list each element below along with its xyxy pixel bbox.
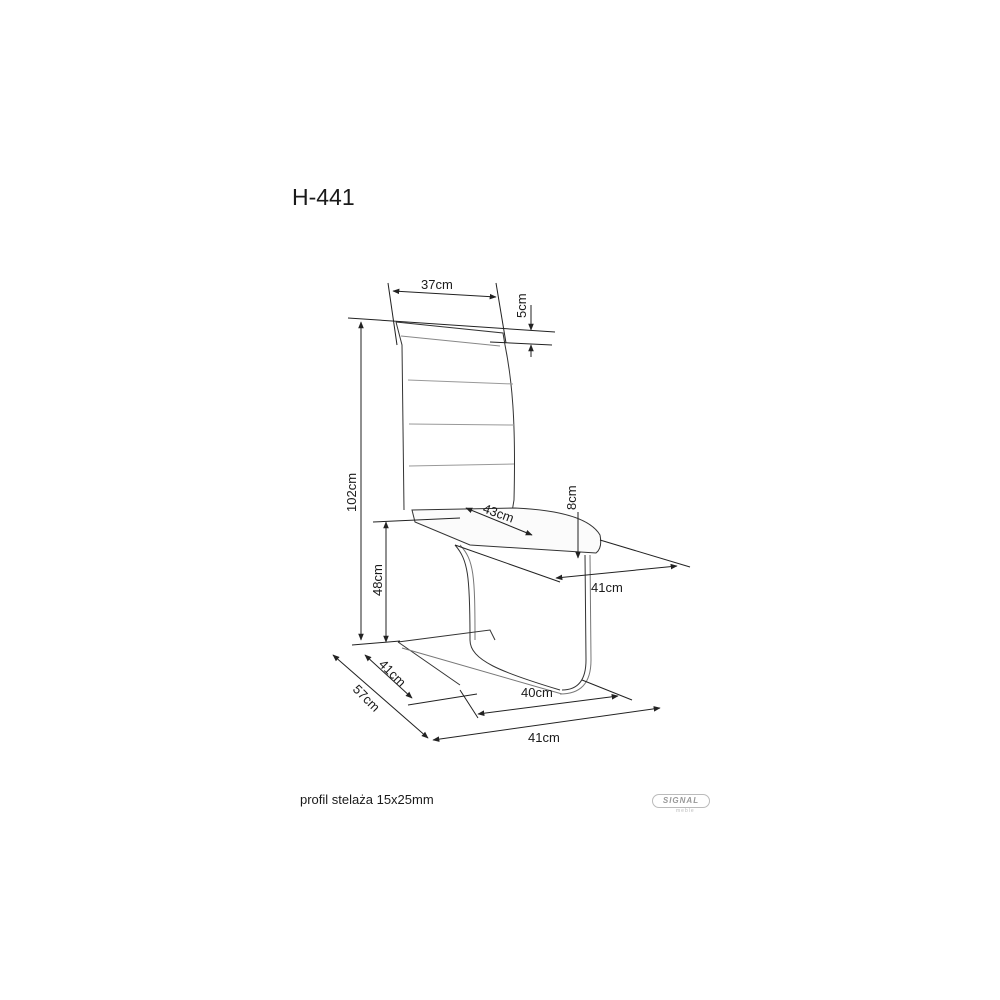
- dim-backrest-width: 37cm: [421, 277, 453, 292]
- dim-seat-width: 41cm: [591, 580, 623, 595]
- dim-total-height: 102cm: [344, 473, 359, 512]
- signal-logo: SIGNAL: [652, 794, 710, 808]
- dim-seat-thickness: 8cm: [564, 485, 579, 510]
- dim-seat-height: 48cm: [370, 564, 385, 596]
- product-title: H-441: [292, 184, 355, 210]
- dimension-lines: [332, 282, 691, 742]
- dim-base-width: 40cm: [521, 685, 553, 700]
- dim-base-inner-depth: 41cm: [376, 657, 409, 690]
- dim-total-width: 41cm: [528, 730, 560, 745]
- signal-logo-sub: meble: [676, 808, 695, 814]
- frame-profile-note: profil stelaża 15x25mm: [300, 792, 434, 807]
- dim-top-frame: 5cm: [514, 293, 529, 318]
- dim-total-depth: 57cm: [350, 682, 383, 715]
